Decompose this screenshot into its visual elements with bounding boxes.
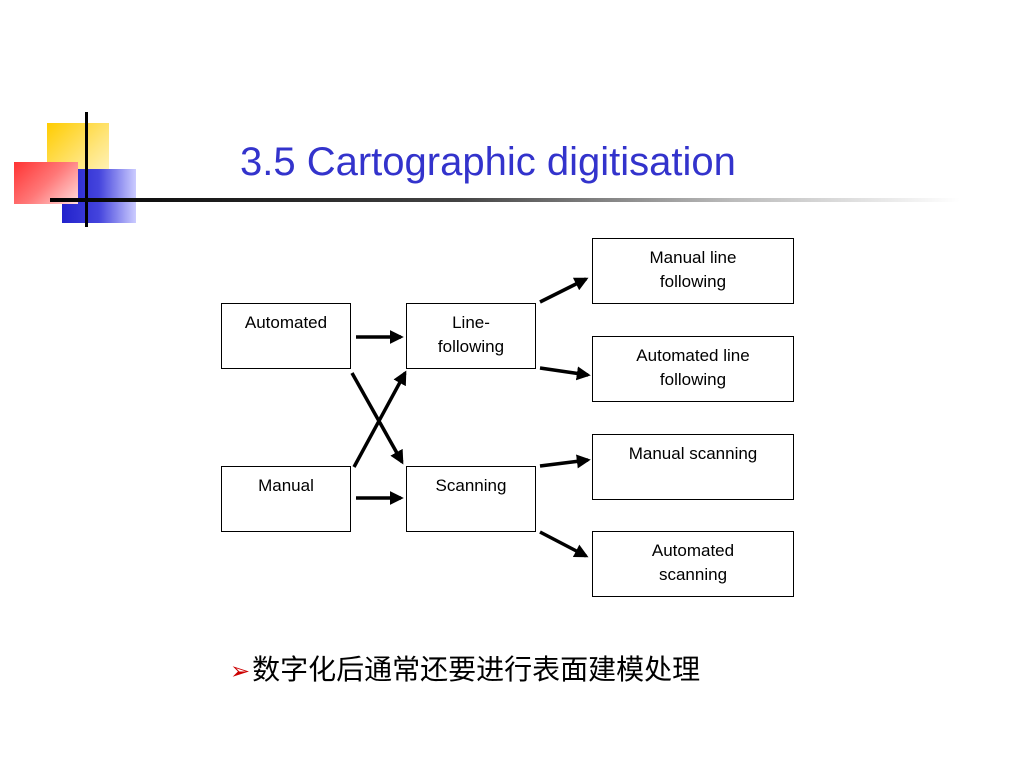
node-automated-scanning-line1: Automated <box>651 541 735 560</box>
node-automated-line-following: Automated line following <box>592 336 794 402</box>
deco-red-square <box>14 162 78 204</box>
arrow-to-manual-line-following <box>539 277 589 304</box>
deco-vertical-line <box>85 112 88 227</box>
arrow-bullet-icon: ➢ <box>230 657 251 685</box>
node-automated-line-following-line1: Automated line <box>636 346 750 365</box>
arrow-manual-to-line-following <box>352 370 407 468</box>
node-manual-scanning: Manual scanning <box>592 434 794 500</box>
node-manual-line-following-line2: following <box>659 272 727 291</box>
node-scanning-label: Scanning <box>435 476 507 495</box>
node-line-following-line1: Line- <box>452 313 490 332</box>
node-manual-scanning-label: Manual scanning <box>628 444 758 463</box>
node-automated-scanning-line2: scanning <box>658 565 728 584</box>
bullet-point: ➢数字化后通常还要进行表面建模处理 <box>230 648 700 688</box>
node-manual-line-following-line1: Manual line <box>649 248 737 267</box>
arrow-to-automated-line-following <box>539 366 591 381</box>
node-line-following: Line- following <box>406 303 536 369</box>
node-line-following-line2: following <box>437 337 505 356</box>
node-automated-scanning: Automated scanning <box>592 531 794 597</box>
node-automated-line-following-line2: following <box>659 370 727 389</box>
bullet-text: 数字化后通常还要进行表面建模处理 <box>252 653 701 686</box>
node-manual-line-following: Manual line following <box>592 238 794 304</box>
arrow-to-automated-scanning <box>539 530 589 558</box>
title-underline <box>50 198 960 202</box>
arrow-to-manual-scanning <box>539 454 591 469</box>
node-manual: Manual <box>221 466 351 532</box>
arrow-automated-to-scanning <box>350 372 404 465</box>
node-automated-label: Automated <box>244 313 328 332</box>
node-manual-label: Manual <box>258 476 314 495</box>
node-scanning: Scanning <box>406 466 536 532</box>
node-automated: Automated <box>221 303 351 369</box>
slide-title: 3.5 Cartographic digitisation <box>240 140 736 184</box>
